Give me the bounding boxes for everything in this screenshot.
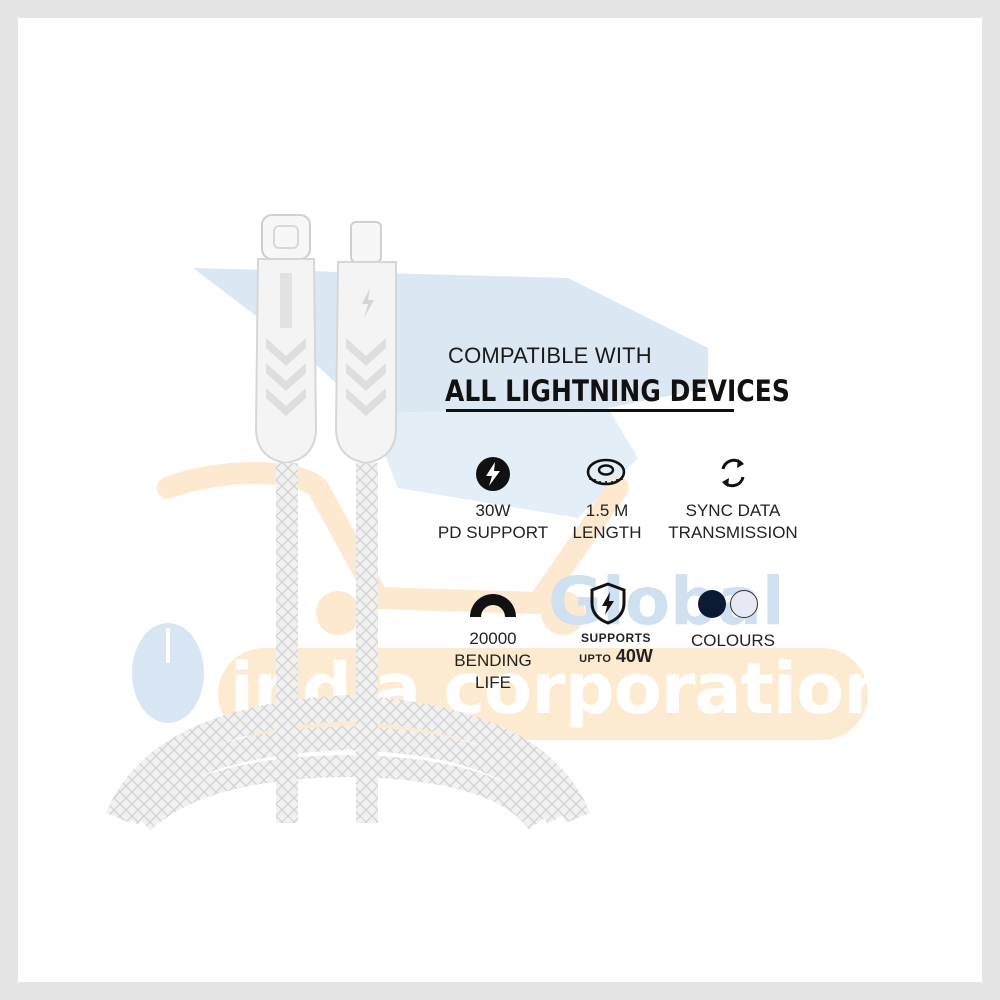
feature-length-value: 1.5 M [585, 501, 629, 520]
feature-supports-label: SUPPORTS [580, 631, 651, 645]
colour-dots-icon [696, 590, 766, 620]
headline-all-lightning: ALL LIGHTNING DEVICES [445, 374, 790, 408]
feature-sync-line1: SYNC DATA [685, 501, 781, 520]
watermark-wheel-right [541, 591, 585, 635]
feature-supports-value-row: UPTO 40W [566, 645, 666, 670]
lightning-body-bolt-icon [362, 288, 374, 318]
coiled-cable-front [135, 754, 547, 832]
feature-length: 1.5 M LENGTH [537, 500, 677, 544]
shield-bolt-icon [590, 582, 626, 625]
feature-sync-line2: TRANSMISSION [668, 523, 798, 542]
lightning-bolt-icon [476, 457, 510, 491]
grip-chevrons [266, 338, 386, 416]
feature-power-value: 30W [475, 501, 511, 520]
sync-arrows-icon [721, 458, 745, 488]
usb-c-plug-metal [261, 214, 311, 260]
coiled-cable-mid [118, 725, 569, 825]
feature-bending-value: 20000 [469, 629, 517, 648]
feature-length-label: LENGTH [572, 523, 642, 542]
usb-c-plug-slot [273, 225, 299, 249]
usb-c-brand-strip [280, 273, 292, 328]
colour-swatch-dark [698, 590, 726, 618]
feature-bending-line3: LIFE [475, 673, 511, 692]
headline-underline [446, 409, 734, 412]
watermark-mouse-shape [132, 623, 204, 723]
cable-illustration [105, 214, 591, 832]
feature-bending-line2: BENDING [454, 651, 532, 670]
colour-swatch-white [730, 590, 758, 618]
feature-supports: SUPPORTS UPTO 40W [566, 631, 666, 670]
watermark-cart-outline [157, 462, 629, 615]
feature-supports-upto: UPTO [579, 653, 612, 665]
feature-power-label: PD SUPPORT [437, 523, 549, 542]
bending-arc-icon [470, 594, 516, 617]
measuring-tape-icon [586, 458, 626, 486]
watermark-cap-shape [193, 268, 708, 413]
feature-colours: COLOURS [663, 630, 803, 652]
feature-sync: SYNC DATA TRANSMISSION [648, 500, 818, 544]
product-card: Global india corporation [18, 18, 982, 982]
feature-bending: 20000 BENDING LIFE [423, 628, 563, 694]
lightning-plug-tip [350, 221, 382, 263]
watermark-wheel-left [316, 591, 360, 635]
coiled-cable-back [105, 694, 591, 824]
feature-supports-watt: 40W [615, 646, 653, 666]
feature-colours-label: COLOURS [690, 631, 776, 650]
feature-power: 30W PD SUPPORT [423, 500, 563, 544]
headline-compatible: COMPATIBLE WITH [448, 343, 652, 368]
